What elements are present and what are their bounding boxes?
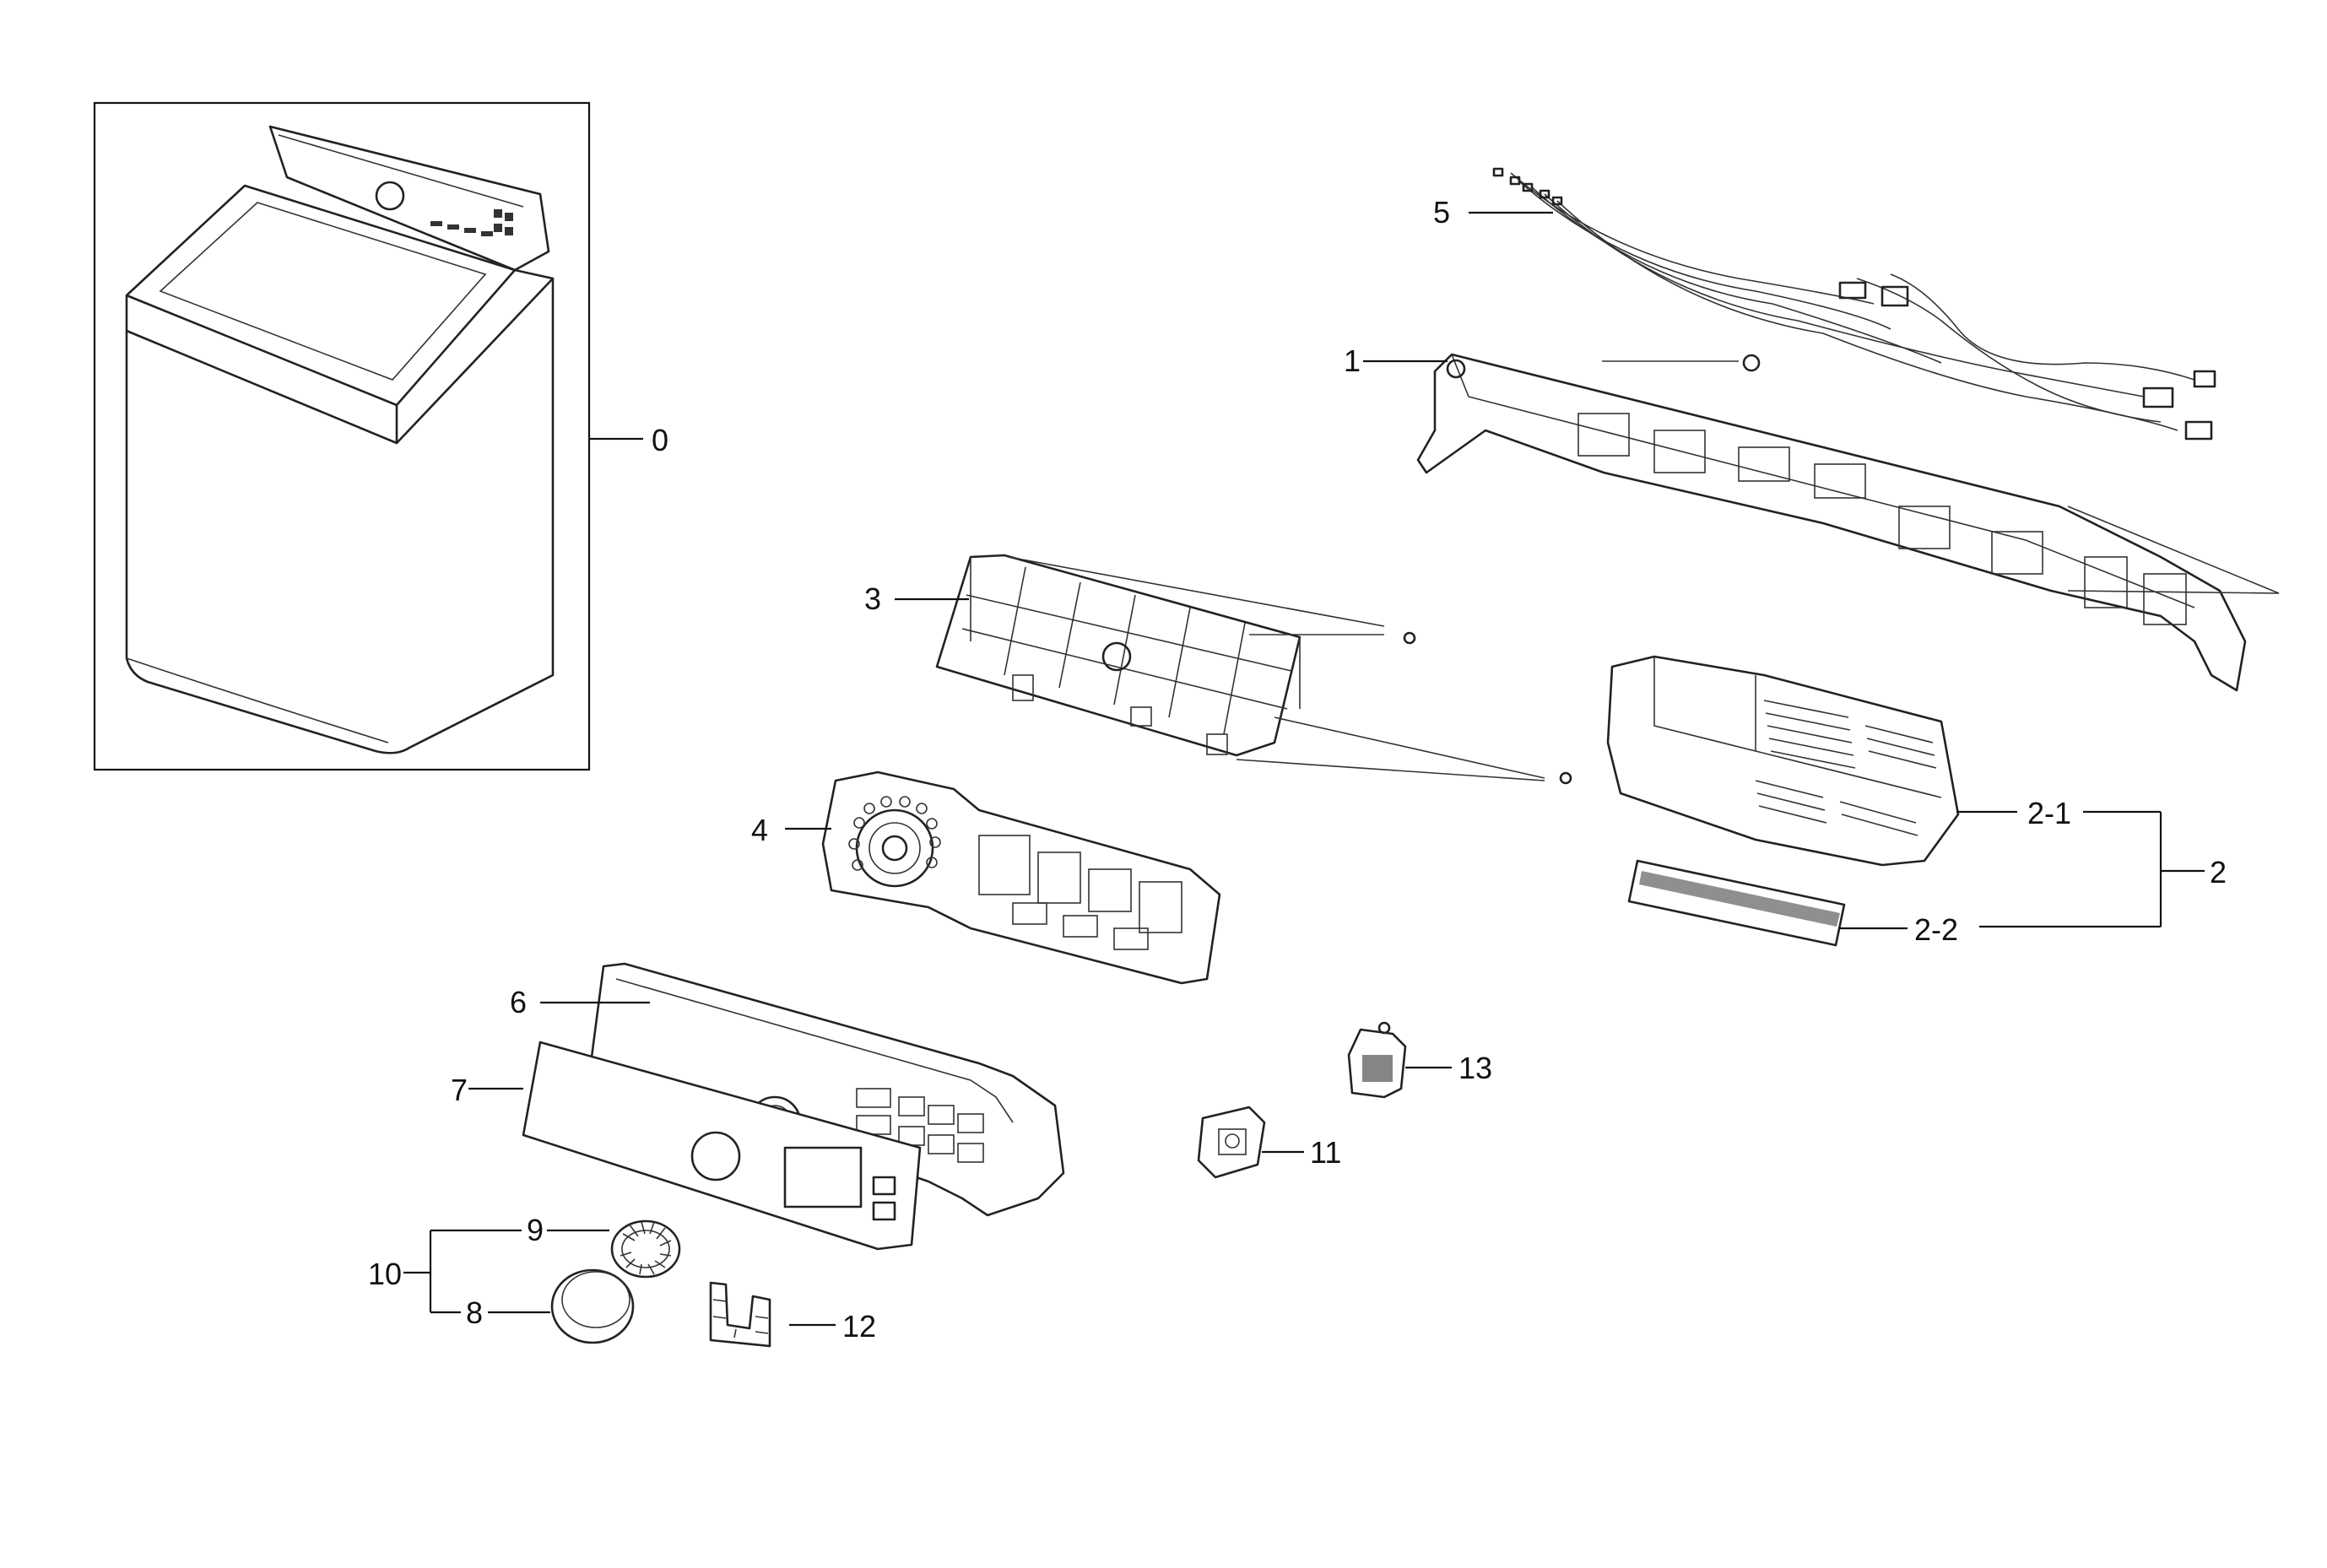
part-10-bracket: 10 xyxy=(368,1229,522,1314)
part-11-switch: 11 xyxy=(1197,1106,1341,1179)
part-2-2-label: 2-2 xyxy=(1627,859,1958,947)
part-label-9: 9 xyxy=(527,1213,544,1247)
washer-buttons xyxy=(430,209,513,236)
part-label-2-2: 2-2 xyxy=(1914,912,1958,947)
part-label-10: 10 xyxy=(368,1257,402,1291)
part-label-11: 11 xyxy=(1310,1135,1341,1170)
part-label-6: 6 xyxy=(510,985,527,1019)
part-label-4: 4 xyxy=(751,813,768,847)
part-label-2: 2 xyxy=(2210,855,2227,889)
part-label-1: 1 xyxy=(1344,343,1361,378)
part-8-knob: 8 xyxy=(466,1268,635,1344)
part-label-2-1: 2-1 xyxy=(2027,796,2071,830)
part-3-pcb-cover: 3 xyxy=(864,554,1572,785)
part-2-1-module-housing: 2-1 xyxy=(1606,655,2071,867)
part-9-knob-ring: 9 xyxy=(527,1213,681,1279)
part-13-sensor: 13 xyxy=(1347,1021,1492,1099)
part-12-key-sheet: 12 xyxy=(709,1281,876,1348)
part-label-13: 13 xyxy=(1458,1051,1492,1085)
part-label-5: 5 xyxy=(1433,195,1450,230)
part-label-8: 8 xyxy=(466,1295,483,1330)
part-0-washer: 0 xyxy=(93,101,668,771)
part-2-bracket: 2 xyxy=(1979,810,2227,928)
part-1-control-frame: 1 xyxy=(1344,343,2280,692)
part-label-7: 7 xyxy=(451,1073,468,1107)
part-4-main-pcb: 4 xyxy=(751,770,1221,985)
part-5-wire-harness: 5 xyxy=(1433,167,2216,441)
part-label-12: 12 xyxy=(842,1309,876,1344)
part-label-0: 0 xyxy=(652,423,668,457)
part-7-panel-overlay: 7 xyxy=(451,1041,922,1251)
part-label-3: 3 xyxy=(864,581,881,616)
